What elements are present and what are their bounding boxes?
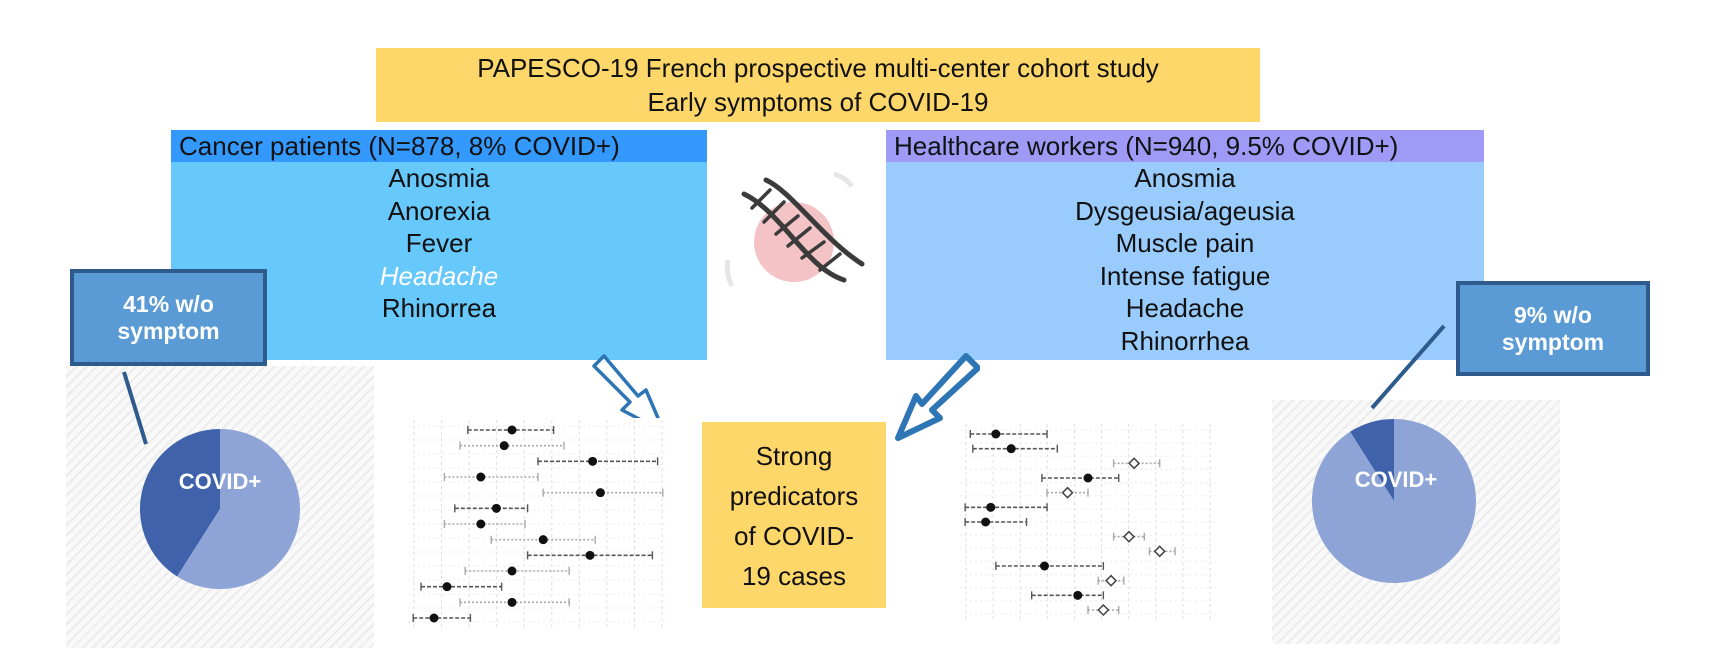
hcw-symptom-item: Headache xyxy=(1125,293,1245,324)
callout-right-line2: symptom xyxy=(1501,328,1605,355)
forest-left-estimate-point xyxy=(499,441,509,451)
callout-left-line2: symptom xyxy=(117,317,220,344)
forest-right-estimate-diamond xyxy=(1104,574,1118,587)
center-box-line: 19 cases xyxy=(741,561,847,591)
forest-plot-left xyxy=(408,418,668,630)
forest-right-estimate-point xyxy=(1039,561,1049,571)
callout-left-asymptomatic: 41% w/o symptom xyxy=(70,269,267,366)
forest-plot-right xyxy=(960,422,1216,622)
healthcare-workers-panel: Healthcare workers (N=940, 9.5% COVID+) … xyxy=(886,130,1484,360)
cancer-symptom-list: Anosmia Anorexia Fever Headache Rhinorre… xyxy=(171,162,707,325)
forest-right-estimate-point xyxy=(1083,473,1093,483)
forest-left-estimate-point xyxy=(507,425,517,435)
study-title-line1: PAPESCO-19 French prospective multi-cent… xyxy=(477,53,1159,83)
dna-rung xyxy=(762,200,786,224)
study-title-line2: Early symptoms of COVID-19 xyxy=(647,87,989,117)
dna-rung xyxy=(800,240,826,260)
pie-right-slice-1 xyxy=(1312,419,1476,583)
callout-right-line1: 9% w/o xyxy=(1514,301,1592,328)
pie-right-label: COVID+ xyxy=(1355,467,1438,492)
hcw-symptom-item: Anosmia xyxy=(1134,163,1236,193)
forest-right-estimate-diamond xyxy=(1153,545,1166,558)
dna-rung xyxy=(818,252,842,272)
forest-left-estimate-point xyxy=(538,535,548,545)
pie-left-slice-0 xyxy=(140,429,220,577)
forest-left-estimate-point xyxy=(491,503,501,513)
dna-rung xyxy=(774,214,800,236)
forest-right-estimate-diamond xyxy=(1128,457,1141,470)
forest-right-estimate-point xyxy=(1006,444,1016,454)
hcw-symptom-list: Anosmia Dysgeusia/ageusia Muscle pain In… xyxy=(886,162,1484,358)
forest-left-estimate-point xyxy=(429,613,439,623)
dna-deco-arc xyxy=(724,259,735,288)
dna-strand xyxy=(763,177,865,267)
hollow-arrow-left-shape xyxy=(895,353,980,441)
cancer-symptom-item: Anosmia xyxy=(388,163,490,193)
forest-right-estimate-point xyxy=(986,502,996,512)
callout-right-asymptomatic: 9% w/o symptom xyxy=(1456,281,1650,376)
hcw-symptom-item: Rhinorrhea xyxy=(1120,325,1250,356)
dna-icon xyxy=(724,171,865,288)
center-box-line: predicators xyxy=(729,481,859,511)
pie-chart-right: COVID+ xyxy=(1312,419,1476,583)
hcw-symptom-item: Dysgeusia/ageusia xyxy=(1075,195,1295,226)
pie-chart-left: COVID+ xyxy=(140,429,300,589)
forest-left-estimate-point xyxy=(476,472,486,482)
cancer-patients-header: Cancer patients (N=878, 8% COVID+) xyxy=(171,130,707,162)
hcw-symptom-item: Intense fatigue xyxy=(1099,260,1271,291)
study-title-box: PAPESCO-19 French prospective multi-cent… xyxy=(376,48,1260,122)
dna-rung xyxy=(750,188,772,210)
forest-left-estimate-point xyxy=(595,488,605,498)
forest-right-estimate-diamond xyxy=(1122,530,1136,543)
forest-right-estimate-diamond xyxy=(1097,603,1110,617)
forest-right-estimate-diamond xyxy=(1061,486,1074,499)
hollow-arrow-icon xyxy=(895,353,980,441)
healthcare-workers-header: Healthcare workers (N=940, 9.5% COVID+) xyxy=(886,130,1484,162)
center-box-line: Strong xyxy=(755,441,833,471)
cancer-symptom-item: Headache xyxy=(379,260,499,291)
dna-deco-arc xyxy=(833,171,854,188)
forest-left-estimate-point xyxy=(476,519,486,529)
pie-left-slice-1 xyxy=(177,429,300,589)
forest-right-estimate-point xyxy=(981,517,991,527)
forest-left-estimate-point xyxy=(585,550,595,560)
pie-left-label: COVID+ xyxy=(179,469,262,494)
cancer-symptom-item: Fever xyxy=(405,228,473,259)
forest-right-estimate-point xyxy=(991,429,1001,439)
callout-left-line1: 41% w/o xyxy=(123,290,214,317)
forest-left-estimate-point xyxy=(442,582,452,592)
pie-right-slice-0 xyxy=(1350,419,1394,501)
forest-right-estimate-point xyxy=(1073,590,1083,600)
center-box-line: of COVID- xyxy=(734,521,854,551)
forest-left-estimate-point xyxy=(588,456,598,466)
cancer-symptom-item: Rhinorrea xyxy=(381,293,497,324)
dna-rung xyxy=(786,226,812,248)
cancer-symptom-item: Anorexia xyxy=(387,195,491,226)
forest-left-estimate-point xyxy=(507,566,517,576)
hcw-symptom-item: Muscle pain xyxy=(1115,228,1255,259)
strong-predictors-box: Strong predicators of COVID- 19 cases xyxy=(702,422,886,608)
forest-left-estimate-point xyxy=(507,597,517,607)
